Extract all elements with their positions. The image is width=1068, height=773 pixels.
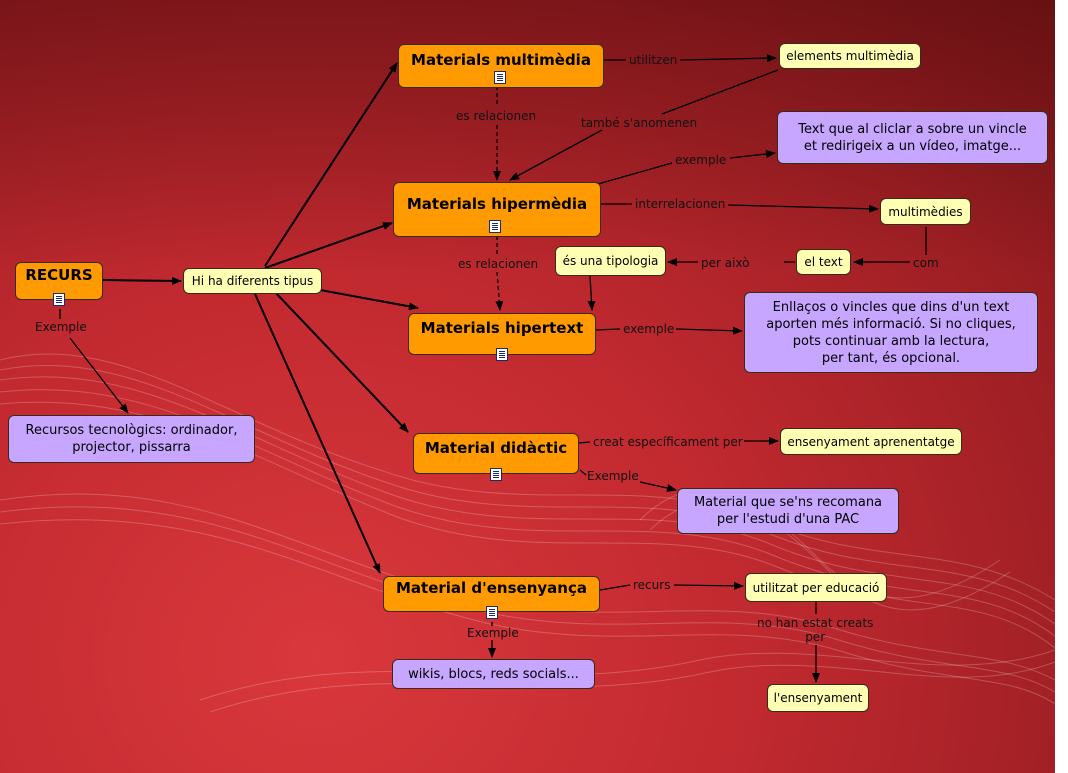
- concept-hipertext-label: Materials hipertext: [420, 319, 584, 337]
- linking-ensenyament-aprenentatge[interactable]: ensenyament aprenentatge: [780, 428, 962, 455]
- linking-elements-label: elements multimèdia: [786, 49, 914, 63]
- concept-ensenyanca-label: Material d'ensenyança: [396, 579, 587, 597]
- concept-material-didactic[interactable]: Material didàctic: [413, 433, 579, 474]
- link-label-exemple: Exemple: [467, 626, 519, 640]
- linking-hi-ha-label: Hi ha diferents tipus: [191, 274, 314, 288]
- linking-lensenyament-label: l'ensenyament: [773, 691, 863, 705]
- connector-hipertext-exemple: [595, 328, 621, 331]
- link-label-creat-especificament: creat específicament per: [593, 435, 743, 449]
- concept-materials-multimedia[interactable]: Materials multimèdia: [398, 44, 604, 88]
- connector-elements-tambe: [661, 69, 779, 115]
- connector-hiha-ensenyanca: [254, 293, 381, 574]
- concept-material-ensenyanca[interactable]: Material d'ensenyança: [383, 576, 600, 612]
- connector-exemple-textclicar: [729, 150, 776, 159]
- connector-hiha-hipertext: [319, 289, 419, 311]
- connector-tipologia-hipertext: [587, 275, 596, 311]
- linking-ensenyament-aprenentatge-label: ensenyament aprenentatge: [787, 434, 955, 449]
- linking-multimedies-label: multimèdies: [888, 204, 963, 219]
- link-label-com: com: [913, 256, 939, 270]
- connector-interrel-multimedies: [727, 204, 879, 213]
- example-text-clicar-label: Text que al cliclar a sobre un vincle et…: [798, 121, 1027, 154]
- example-text-clicar[interactable]: Text que al cliclar a sobre un vincle et…: [777, 111, 1048, 164]
- concept-hipermedia-label: Materials hipermèdia: [406, 194, 588, 213]
- document-icon[interactable]: [496, 348, 508, 361]
- connector-exemple-recursos: [69, 337, 129, 414]
- linking-utilitzat-per-educacio[interactable]: utilitzat per educació: [745, 573, 887, 602]
- example-material-pac-label: Material que se'ns recomana per l'estudi…: [693, 495, 883, 527]
- example-enllacos-label: Enllaços o vincles que dins d'un text ap…: [766, 299, 1016, 366]
- linking-hi-ha-diferents-tipus[interactable]: Hi ha diferents tipus: [183, 268, 322, 294]
- connector-hiha-didactic: [274, 291, 409, 433]
- example-material-pac[interactable]: Material que se'ns recomana per l'estudi…: [677, 488, 899, 534]
- concept-recurs[interactable]: RECURS: [15, 262, 103, 300]
- link-label-tambe-sanomenen: també s'anomenen: [581, 116, 698, 130]
- link-label-exemple: exemple: [675, 153, 727, 167]
- linking-es-una-tipologia[interactable]: és una tipologia: [555, 246, 666, 276]
- document-icon[interactable]: [494, 71, 506, 84]
- connector-exemple-pac: [639, 481, 677, 492]
- link-label-no-han-estat-creats: no han estat creats per: [757, 616, 874, 644]
- link-label-recurs: recurs: [633, 578, 671, 592]
- document-icon[interactable]: [486, 606, 498, 619]
- linking-el-text-label: el text: [804, 255, 843, 269]
- linking-elements-multimedia[interactable]: elements multimèdia: [779, 43, 921, 69]
- connector-hiha-multimedia: [264, 62, 398, 267]
- linking-lensenyament[interactable]: l'ensenyament: [767, 684, 869, 712]
- concept-multimedia-label: Materials multimèdia: [411, 51, 591, 69]
- linking-el-text[interactable]: el text: [796, 249, 851, 275]
- connector-recurs-utilitzat: [673, 581, 744, 590]
- example-wikis-label: wikis, blocs, reds socials...: [408, 666, 579, 682]
- linking-utilitzat-label: utilitzat per educació: [752, 580, 880, 595]
- document-icon[interactable]: [53, 293, 65, 306]
- document-icon[interactable]: [490, 468, 502, 481]
- connector-exemple-enllacos: [675, 326, 743, 335]
- concept-didactic-label: Material didàctic: [424, 438, 568, 457]
- connector-hiha-hipermedia: [264, 222, 393, 269]
- linking-tipologia-label: és una tipologia: [562, 254, 659, 268]
- connector-esrel2-hipertext: [495, 271, 504, 311]
- link-label-exemple: Exemple: [587, 469, 639, 483]
- connector-tambe-hipermedia: [509, 129, 603, 181]
- connector-didactic-exemple: [579, 469, 587, 476]
- link-label-exemple: exemple: [623, 322, 675, 336]
- link-label-interrelacionen: interrelacionen: [635, 197, 726, 211]
- example-wikis[interactable]: wikis, blocs, reds socials...: [392, 659, 595, 689]
- connector-recurs-hiha: [101, 276, 182, 285]
- connector-hipermedia-exemple: [597, 162, 673, 185]
- connector-ensenyanca-recurs: [599, 584, 631, 591]
- concept-recurs-label: RECURS: [25, 266, 93, 284]
- link-label-per-aixo: per això: [701, 256, 750, 270]
- link-label-utilitzen: utilitzen: [629, 53, 678, 67]
- connector-utilitzen-elements: [679, 54, 777, 63]
- link-label-exemple: Exemple: [35, 320, 87, 334]
- example-enllacos[interactable]: Enllaços o vincles que dins d'un text ap…: [744, 292, 1038, 373]
- example-recursos-tecnologics[interactable]: Recursos tecnològics: ordinador, project…: [8, 415, 255, 463]
- document-icon[interactable]: [489, 220, 501, 233]
- link-label-es-relacionen: es relacionen: [458, 257, 539, 271]
- link-label-es-relacionen: es relacionen: [456, 109, 537, 123]
- linking-multimedies[interactable]: multimèdies: [880, 198, 971, 225]
- example-recursos-label: Recursos tecnològics: ordinador, project…: [25, 423, 238, 455]
- concept-materials-hipertext[interactable]: Materials hipertext: [408, 313, 596, 355]
- connector-didactic-creat: [578, 441, 591, 444]
